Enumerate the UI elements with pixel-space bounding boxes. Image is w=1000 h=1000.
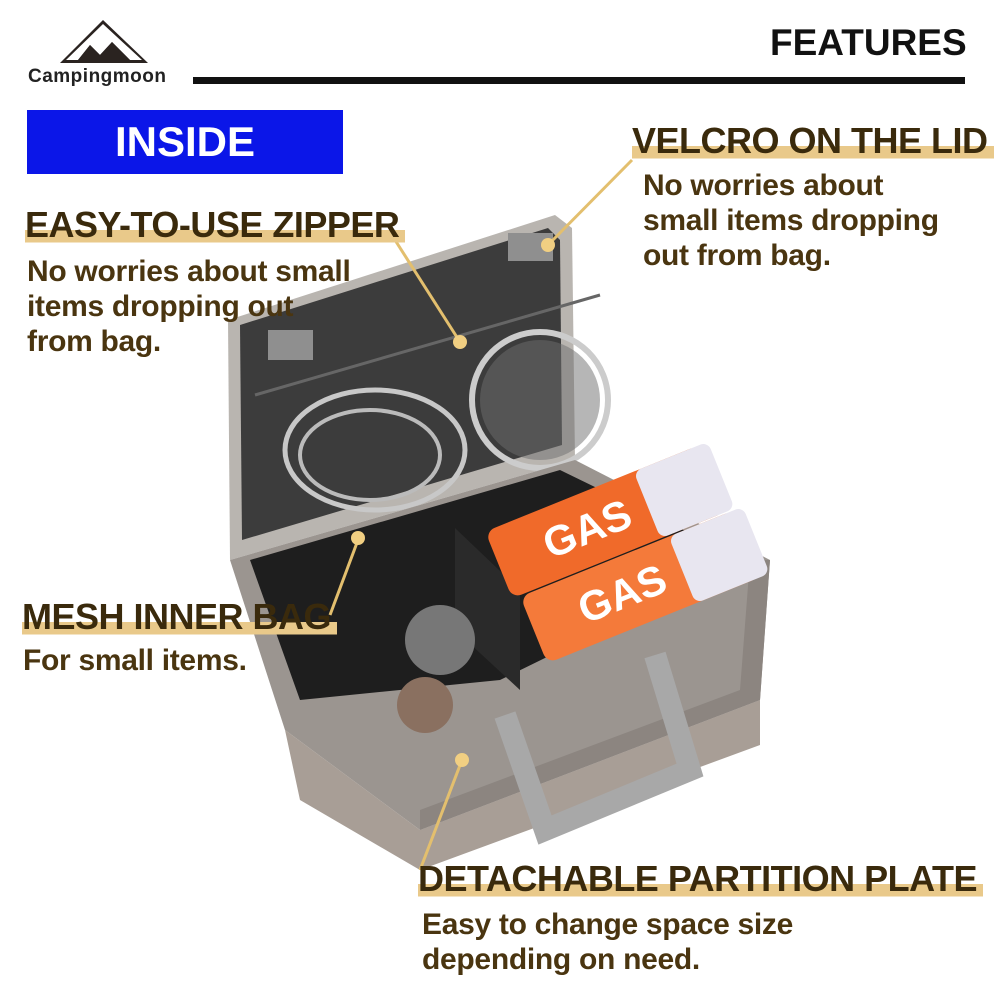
section-badge-label: INSIDE: [114, 118, 256, 165]
feature-desc-mesh: For small items.: [23, 643, 247, 678]
desc-line: out from bag.: [643, 239, 831, 272]
desc-line: Easy to change space size: [422, 908, 794, 941]
feature-desc-partition: Easy to change space size depending on n…: [422, 907, 793, 977]
desc-line: depending on need.: [422, 943, 700, 976]
page-title: FEATURES: [770, 22, 967, 63]
desc-line: No worries about: [643, 169, 884, 202]
feature-desc-velcro: No worries about small items dropping ou…: [643, 168, 939, 273]
logo-mountain-icon: [60, 20, 148, 63]
feature-title-velcro: VELCRO ON THE LID: [632, 120, 994, 162]
feature-desc-zipper: No worries about small items dropping ou…: [27, 254, 351, 359]
section-badge: INSIDE: [27, 110, 343, 174]
gas-cans: GAS GAS: [488, 444, 768, 661]
header-divider: [193, 77, 965, 84]
desc-line: items dropping out: [27, 290, 294, 323]
desc-line: small items dropping: [643, 204, 939, 237]
feature-title-zipper: EASY-TO-USE ZIPPER: [25, 204, 406, 246]
brand-logo-text: Campingmoon: [28, 66, 167, 87]
desc-line: For small items.: [23, 644, 247, 677]
feature-title-partition: DETACHABLE PARTITION PLATE: [418, 858, 983, 900]
feature-title-mesh: MESH INNER BAG: [22, 596, 338, 638]
desc-line: from bag.: [27, 325, 161, 358]
leader-lines: [328, 158, 634, 871]
desc-line: No worries about small: [27, 255, 351, 288]
